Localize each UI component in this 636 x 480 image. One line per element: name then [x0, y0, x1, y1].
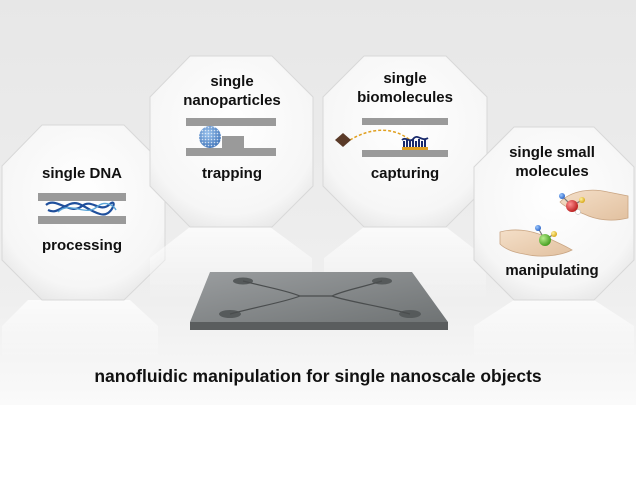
- bio-channel-top-wall: [362, 118, 448, 125]
- nanofluidic-chip: [190, 272, 448, 330]
- panel-dna-reflection: [2, 300, 158, 360]
- panel-small-molecules-title-line2: molecules: [515, 163, 588, 180]
- bio-capture-path: [349, 129, 411, 141]
- nanoparticle-texture: [199, 126, 221, 148]
- lower-hand: [499, 229, 573, 257]
- np-channel-bottom-wall: [186, 148, 276, 156]
- panel-biomolecules-title-line1: single: [383, 70, 426, 87]
- small-molecule-upper: [559, 193, 585, 215]
- dna-strand-light: [57, 202, 117, 213]
- panel-small-molecules-action: manipulating: [505, 262, 598, 279]
- small-molecule-lower: [535, 225, 557, 246]
- bio-channel-bottom-wall: [362, 150, 448, 157]
- panel-single-nanoparticles: single nanoparticles trapping: [149, 55, 314, 300]
- panel-biomolecules-title-line2: biomolecules: [357, 89, 453, 106]
- biomolecule-diamond: [335, 133, 351, 147]
- dna-channel-top-wall: [38, 193, 126, 201]
- panel-nanoparticles-title-line2: nanoparticles: [183, 92, 281, 109]
- diagram-caption: nanofluidic manipulation for single nano…: [94, 366, 542, 386]
- panel-dna-octagon: [1, 124, 166, 301]
- dna-strand: [45, 201, 115, 216]
- panel-nanoparticles-action: trapping: [202, 165, 262, 182]
- chip-top-face: [190, 272, 448, 322]
- panel-dna-title: single DNA: [42, 165, 122, 182]
- dna-channel-bottom-wall: [38, 216, 126, 224]
- panel-single-biomolecules: single biomolecules capturing: [322, 55, 488, 300]
- panel-small-molecules-reflection: [474, 300, 634, 360]
- panel-small-molecules-octagon: [473, 126, 635, 301]
- panel-small-molecules-title-line1: single small: [509, 144, 595, 161]
- np-trap-step: [222, 136, 244, 149]
- np-channel-top-wall: [186, 118, 276, 126]
- panel-single-dna: single DNA processing: [1, 124, 166, 360]
- captured-biomolecule: [401, 135, 429, 150]
- panel-dna-action: processing: [42, 237, 122, 254]
- chip-channel-left: [229, 280, 302, 315]
- panel-biomolecules-action: capturing: [371, 165, 439, 182]
- chip-channel-right: [330, 280, 411, 315]
- chip-front-face: [190, 322, 448, 330]
- panel-nanoparticles-title-line1: single: [210, 73, 253, 90]
- panel-single-small-molecules: single small molecules manipulating: [473, 126, 635, 360]
